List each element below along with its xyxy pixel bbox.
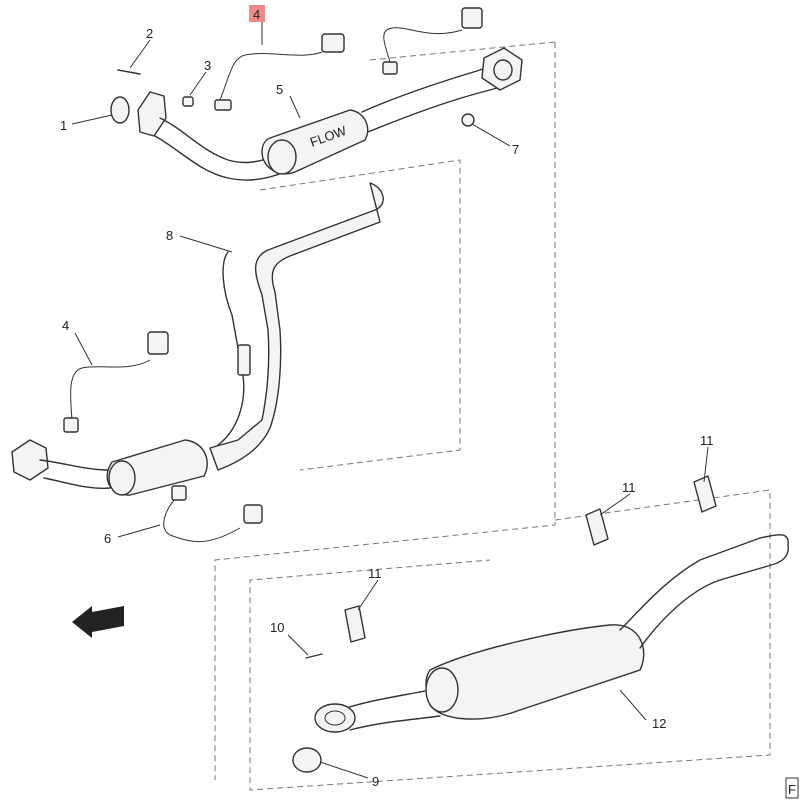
front-flange xyxy=(137,91,167,137)
clamp-part-9 xyxy=(292,747,322,773)
mid-flange xyxy=(11,439,49,481)
leader-lines xyxy=(71,22,709,779)
intermediate-pipe-part-8 xyxy=(209,182,384,471)
oxygen-sensor-connector-icon xyxy=(147,331,169,355)
nut-part-3 xyxy=(182,96,194,107)
callout-4-mid: 4 xyxy=(62,318,69,333)
front-exhaust-pipe-assembly: FLOW xyxy=(110,47,523,181)
corner-mark: F xyxy=(785,777,799,799)
hanger-part-11 xyxy=(344,605,366,643)
callout-8: 8 xyxy=(166,228,173,243)
callout-3: 3 xyxy=(204,58,211,73)
intermediate-pipe-assembly xyxy=(11,182,384,496)
front-arrow-icon xyxy=(72,606,124,638)
front-arrow-label: FRT xyxy=(96,612,121,627)
heat-shield-window xyxy=(237,344,251,376)
hanger-part-11 xyxy=(585,508,609,546)
stud-part-2 xyxy=(117,69,141,75)
callout-12: 12 xyxy=(652,716,666,731)
oxygen-sensor-connector-icon xyxy=(461,7,483,29)
callout-10: 10 xyxy=(270,620,284,635)
callout-9: 9 xyxy=(372,774,379,789)
oxygen-sensor-connector-icon xyxy=(243,504,263,524)
callout-4-highlight xyxy=(249,5,265,22)
callout-11-a: 11 xyxy=(368,566,382,581)
muffler-inlet-flange xyxy=(314,703,356,733)
oxygen-sensor-top-assembly xyxy=(214,7,483,111)
oxygen-sensor-mid-assembly xyxy=(63,331,169,433)
gasket-part-1 xyxy=(110,96,130,124)
bolt-part-10 xyxy=(305,653,323,659)
callout-2: 2 xyxy=(146,26,153,41)
callout-4-top: 4 xyxy=(253,7,260,22)
oxygen-sensor-part-6-assembly xyxy=(163,485,263,543)
callout-7: 7 xyxy=(512,142,519,157)
callout-11-b: 11 xyxy=(622,480,636,495)
callout-11-c: 11 xyxy=(700,433,714,448)
corner-mark-label: F xyxy=(788,782,796,797)
front-direction-arrow: FRT xyxy=(72,606,124,638)
callout-1: 1 xyxy=(60,118,67,133)
callouts: 1 2 3 4 5 7 8 4 6 10 11 11 11 12 9 xyxy=(60,5,714,789)
oxygen-sensor-connector-icon xyxy=(321,33,345,53)
rear-muffler-assembly xyxy=(292,475,789,773)
group-frames xyxy=(214,41,771,791)
callout-5: 5 xyxy=(276,82,283,97)
hanger-part-11 xyxy=(693,475,717,513)
callout-6: 6 xyxy=(104,531,111,546)
muffler-part-12 xyxy=(425,624,645,720)
nut-part-7 xyxy=(461,113,475,127)
